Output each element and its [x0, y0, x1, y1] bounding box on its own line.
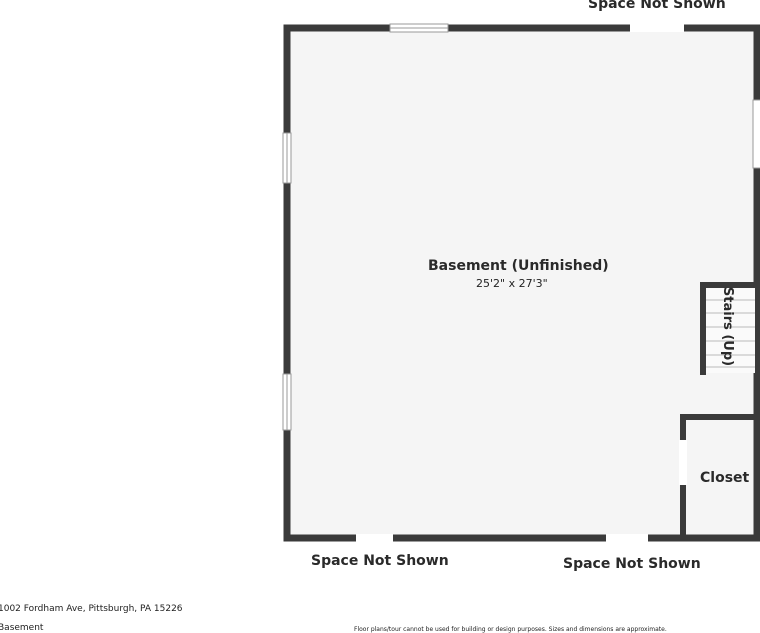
window [282, 132, 292, 184]
space-not-shown-top: Space Not Shown [588, 0, 726, 12]
space-not-shown-bottom-left: Space Not Shown [311, 553, 449, 569]
basement-floor [287, 28, 757, 538]
floor-name: Basement [0, 623, 44, 633]
outer-walls [283, 24, 760, 542]
disclaimer: Floor plans/tour cannot be used for buil… [354, 626, 667, 633]
opening-bottom-left [356, 534, 393, 543]
room-dimensions-basement: 25'2" x 27'3" [476, 277, 548, 290]
window [752, 99, 760, 169]
stairs [700, 282, 756, 375]
room-name-closet: Closet [700, 470, 750, 486]
closet-walls [679, 414, 756, 538]
space-not-shown-bottom-right: Space Not Shown [563, 556, 701, 572]
opening-bottom-right [606, 534, 648, 543]
address: 1002 Fordham Ave, Pittsburgh, PA 15226 [0, 604, 183, 614]
window [389, 23, 449, 33]
opening-top [630, 23, 684, 32]
window [282, 373, 292, 431]
room-name-basement: Basement (Unfinished) [428, 258, 609, 274]
room-name-stairs: Stairs (Up) [720, 286, 736, 367]
closet-door [679, 440, 687, 485]
